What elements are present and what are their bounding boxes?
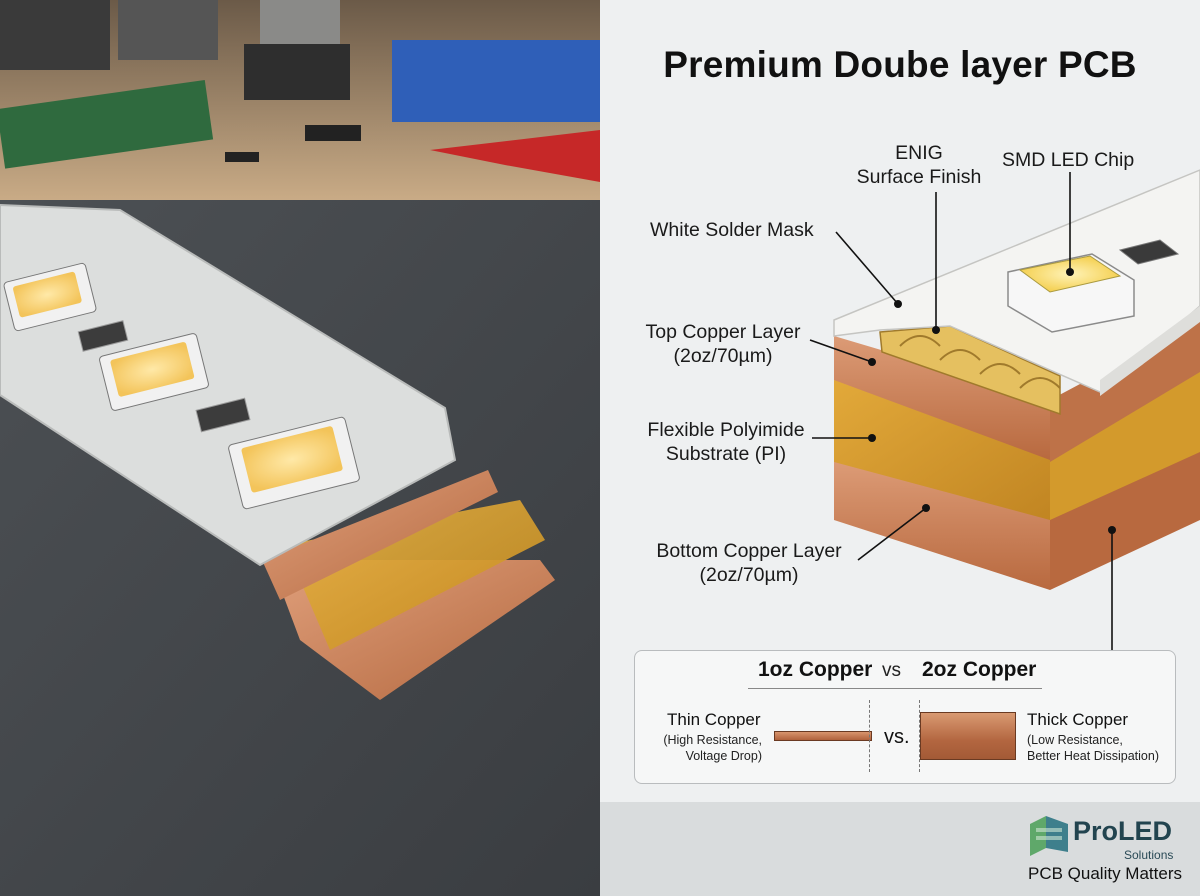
thick-copper-title: Thick Copper <box>1027 710 1129 729</box>
red-pliers <box>430 130 600 182</box>
thin-copper-note-line1: (High Resistance, <box>663 733 762 747</box>
label-top-copper-line1: Top Copper Layer <box>645 321 801 343</box>
thick-copper-bar <box>920 712 1016 760</box>
leader-dot <box>922 504 930 512</box>
resistor <box>195 397 251 433</box>
pcb-cross-section-diagram <box>809 169 1200 650</box>
leader-dot <box>868 358 876 366</box>
led-chip <box>3 262 97 332</box>
white-solder-mask-edge <box>1100 306 1200 396</box>
leader-dot <box>894 300 902 308</box>
thick-copper-note-line1: (Low Resistance, <box>1027 733 1123 747</box>
label-enig: ENIG Surface Finish <box>844 141 994 189</box>
copper-comparison-box <box>634 650 1176 784</box>
top-copper-side <box>1050 320 1200 462</box>
label-polyimide-line2: Substrate (PI) <box>665 443 787 465</box>
leader-dot <box>1066 268 1074 276</box>
leader-line <box>857 507 927 561</box>
led-chip <box>228 416 360 510</box>
label-enig-line1: ENIG <box>895 142 943 164</box>
thin-copper-bar <box>774 731 872 741</box>
label-top-copper-line2: (2oz/70µm) <box>673 345 773 367</box>
led-strip-photo <box>0 0 600 896</box>
thin-copper-note-line2: Voltage Drop) <box>685 749 762 763</box>
equipment-shape <box>244 44 350 100</box>
ic-chip <box>305 125 361 141</box>
label-smd-led-chip: SMD LED Chip <box>1002 149 1135 171</box>
page-title: Premium Doube layer PCB <box>663 44 1137 85</box>
led-chip <box>99 333 209 411</box>
top-copper-front <box>834 336 1050 460</box>
thick-copper-note-line2: Better Heat Dissipation) <box>1027 749 1160 763</box>
dashed-divider <box>919 700 920 772</box>
leader-dot <box>1108 526 1116 534</box>
equipment-shape <box>392 40 600 122</box>
comparison-heading-vs: vs <box>882 660 901 681</box>
label-bottom-copper-line2: (2oz/70µm) <box>699 564 799 586</box>
footer-band <box>600 802 1200 896</box>
enig-trace <box>899 335 1061 389</box>
comparison-heading-2oz: 2oz Copper <box>922 658 1037 681</box>
equipment-shape <box>0 0 110 70</box>
label-bottom-copper-line1: Bottom Copper Layer <box>656 540 842 562</box>
label-polyimide-line1: Flexible Polyimide <box>647 419 805 441</box>
label-white-solder-mask: White Solder Mask <box>650 219 814 241</box>
dashed-divider <box>869 700 870 772</box>
leader-line <box>835 231 899 305</box>
comparison-divider <box>748 688 1042 689</box>
leader-dot <box>932 326 940 334</box>
label-top-copper: Top Copper Layer (2oz/70µm) <box>636 320 810 368</box>
resistor <box>77 320 129 352</box>
comparison-vs: vs. <box>884 726 910 748</box>
ic-chip <box>225 152 259 162</box>
leader-dot <box>868 434 876 442</box>
label-bottom-copper: Bottom Copper Layer (2oz/70µm) <box>644 539 854 587</box>
label-polyimide: Flexible Polyimide Substrate (PI) <box>636 418 816 466</box>
brand-subtitle: Solutions <box>1124 848 1174 862</box>
thick-copper-note: (Low Resistance, Better Heat Dissipation… <box>1027 732 1159 764</box>
equipment-shape <box>118 0 218 60</box>
proled-logo-icon <box>1030 816 1068 856</box>
thin-copper-title: Thin Copper <box>667 710 761 729</box>
resistor-component <box>1118 239 1180 265</box>
comparison-heading-1oz: 1oz Copper <box>758 658 873 681</box>
top-copper-sheet <box>262 470 498 600</box>
brand-tagline: PCB Quality Matters <box>1028 864 1182 883</box>
brand-name: ProLED <box>1073 816 1173 846</box>
label-enig-line2: Surface Finish <box>856 166 982 188</box>
leader-line <box>809 339 873 363</box>
thin-copper-note: (High Resistance, Voltage Drop) <box>658 732 762 764</box>
green-circuit-board <box>0 79 214 169</box>
